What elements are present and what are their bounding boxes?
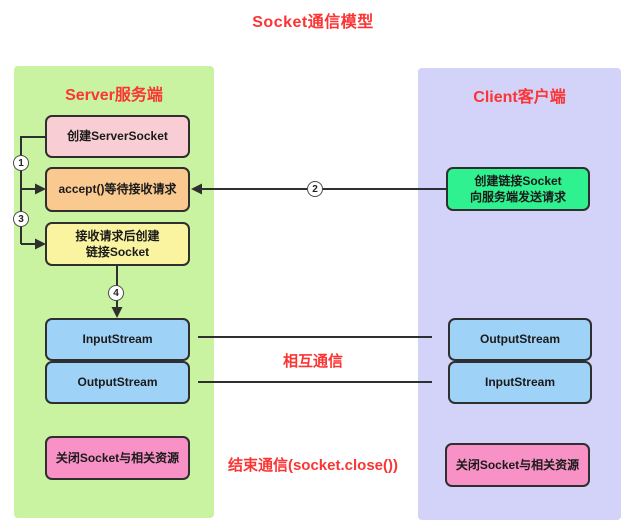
box-label-line1: 创建链接Socket <box>474 173 562 188</box>
server-box-create-serversocket: 创建ServerSocket <box>45 115 190 158</box>
box-label-line1: 接收请求后创建 <box>75 228 160 243</box>
client-box-inputstream: InputStream <box>448 361 592 404</box>
box-label: accept()等待接收请求 <box>58 182 177 197</box>
mutual-communication-label: 相互通信 <box>282 353 343 370</box>
client-panel-title: Client客户端 <box>473 89 566 106</box>
box-label-line2: 链接Socket <box>85 245 150 259</box>
box-label: OutputStream <box>77 375 158 390</box>
server-box-create-link-socket: 接收请求后创建 链接Socket <box>45 222 190 266</box>
step-badge-1: 1 <box>13 155 29 171</box>
step-badge-2: 2 <box>307 181 323 197</box>
server-box-outputstream: OutputStream <box>45 361 190 404</box>
box-label: InputStream <box>82 332 153 347</box>
box-label: InputStream <box>484 375 555 390</box>
end-communication-label: 结束通信(socket.close()) <box>227 457 399 474</box>
diagram-title: Socket通信模型 <box>252 14 374 31</box>
box-label: 关闭Socket与相关资源 <box>455 457 580 472</box>
client-box-create-socket: 创建链接Socket 向服务端发送请求 <box>446 167 590 211</box>
box-label: 关闭Socket与相关资源 <box>55 450 180 465</box>
server-box-close-socket: 关闭Socket与相关资源 <box>45 436 190 480</box>
client-box-outputstream: OutputStream <box>448 318 592 361</box>
server-box-accept-wait: accept()等待接收请求 <box>45 167 190 212</box>
client-box-close-socket: 关闭Socket与相关资源 <box>445 443 590 487</box>
box-label: OutputStream <box>479 332 560 347</box>
box-label-line2: 向服务端发送请求 <box>469 190 566 204</box>
step-badge-3: 3 <box>13 211 29 227</box>
server-box-inputstream: InputStream <box>45 318 190 361</box>
box-label: 创建ServerSocket <box>67 129 168 144</box>
step-badge-4: 4 <box>108 285 124 301</box>
server-panel-title: Server服务端 <box>65 87 163 104</box>
